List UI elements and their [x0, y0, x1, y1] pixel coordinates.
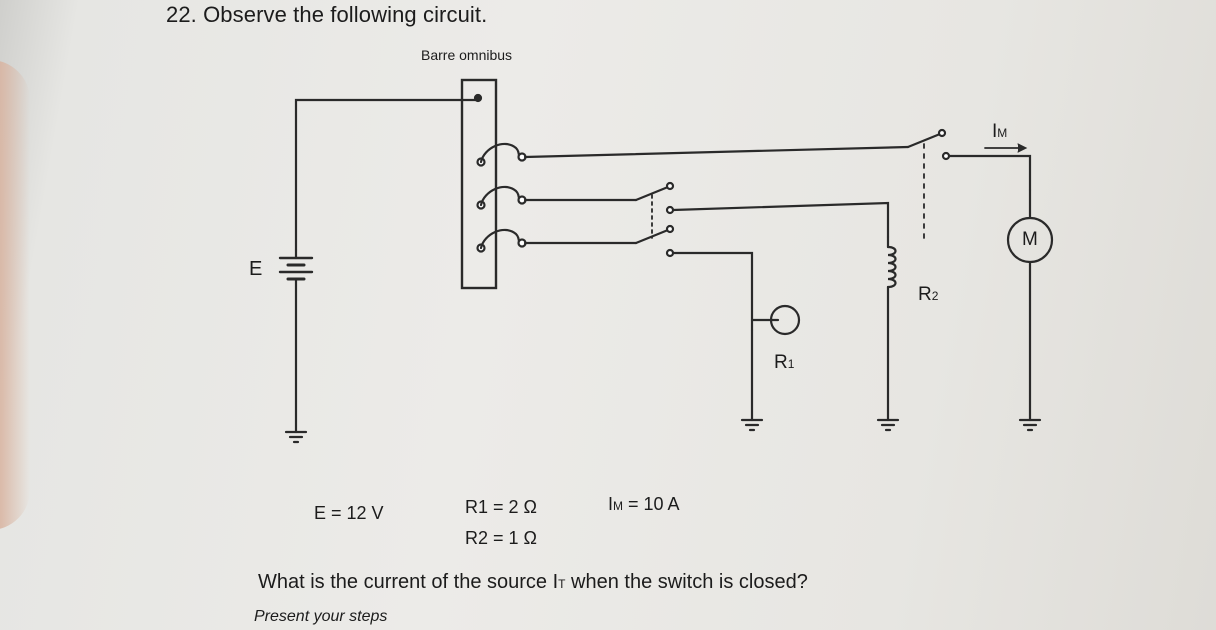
r2-switch-blade [634, 185, 670, 202]
source-e-label: E [249, 258, 263, 280]
r1-label: R1 [774, 352, 795, 373]
question-prompt: What is the current of the source IT whe… [258, 571, 808, 593]
question-title: 22. Observe the following circuit. [166, 2, 488, 27]
ground-r1 [740, 418, 764, 432]
r2-value: R2 = 1 Ω [465, 528, 537, 548]
bus-bar-label: Barre omnibus [421, 47, 513, 63]
bus-connection-point [473, 93, 483, 103]
motor-switch-contact [941, 151, 951, 161]
coil-r2 [876, 235, 900, 432]
motor-feed-wire [523, 145, 910, 159]
r2-wire [671, 201, 890, 239]
r2-label: R2 [918, 284, 939, 305]
supply-wire [294, 98, 480, 252]
im-label: IM [992, 121, 1008, 142]
fuse-3 [476, 228, 527, 253]
battery-e [278, 248, 314, 444]
ground-motor [1018, 418, 1042, 432]
instruction-text: Present your steps [254, 608, 388, 625]
motor-wire-top [944, 154, 1032, 192]
bus-bar [460, 78, 498, 290]
im-value: IM = 10 A [608, 494, 680, 514]
r1-value: R1 = 2 Ω [465, 497, 537, 517]
source-value: E = 12 V [314, 503, 384, 523]
im-arrow-head [1017, 143, 1028, 153]
r1-wire [671, 251, 754, 332]
fuse-2 [476, 185, 527, 210]
finger-shadow [0, 60, 30, 530]
motor-switch-blade [906, 132, 942, 149]
fuse-1 [476, 142, 527, 167]
motor-label: M [1022, 229, 1038, 250]
